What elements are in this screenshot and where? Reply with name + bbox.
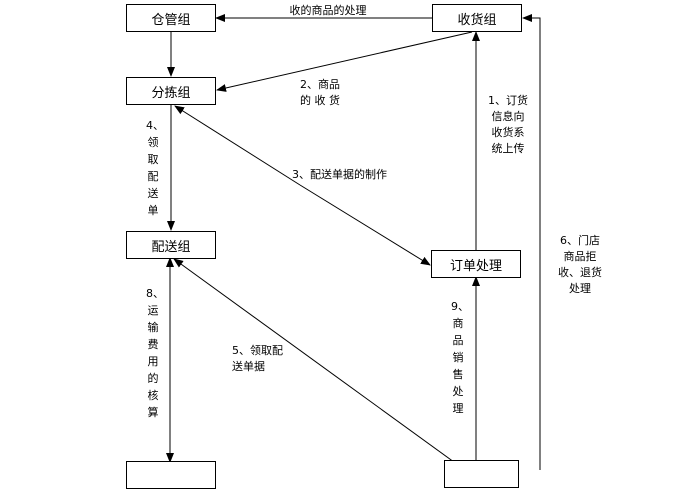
node-bottom-left-partial xyxy=(126,461,216,489)
node-receiving: 收货组 xyxy=(432,4,522,32)
node-warehouse: 仓管组 xyxy=(126,4,216,32)
label-line: 收、退货 xyxy=(558,266,602,279)
node-order: 订单处理 xyxy=(431,250,521,278)
label-delivery-diagonal: 5、领取配 送单据 xyxy=(232,343,296,375)
label-order-vertical: 9、商品销售处理 xyxy=(451,300,469,415)
label-sorting-to-delivery: 4、领取配送单 xyxy=(146,119,164,217)
label-delivery-vertical: 8、运输费用的核算 xyxy=(146,287,164,419)
arrow-delivery-diagonal xyxy=(173,258,466,470)
label-sorting-order: 3、配送单据的制作 xyxy=(292,168,387,181)
label-line: 统上传 xyxy=(491,142,525,155)
node-bottom-right-partial xyxy=(444,460,519,488)
arrow-sorting-order-a xyxy=(174,105,301,186)
label-line: 收货系 xyxy=(491,126,525,139)
label-line: 5、领取配 xyxy=(232,344,283,357)
node-sorting: 分拣组 xyxy=(126,77,216,105)
flow-diagram: 仓管组 收货组 分拣组 配送组 订单处理 收的商品的处理 2、商品 的 收 货 … xyxy=(126,4,608,489)
arrow-receiving-to-sorting xyxy=(216,31,473,92)
label-receiving-to-warehouse: 收的商品的处理 xyxy=(289,4,367,17)
label-line: 送单据 xyxy=(232,360,265,373)
label-line: 信息向 xyxy=(491,110,525,123)
label-receiving-to-sorting: 2、商品 的 收 货 xyxy=(300,77,360,109)
label-line: 1、订货 xyxy=(488,94,528,107)
connector-layer xyxy=(166,14,541,470)
label-order-to-receiving: 1、订货 信息向 收货系 统上传 xyxy=(484,93,532,157)
label-line: 的 收 货 xyxy=(300,94,340,107)
label-store-to-receiving: 6、门店 商品拒 收、退货 处理 xyxy=(552,233,608,297)
label-line: 商品拒 xyxy=(563,250,597,263)
label-line: 处理 xyxy=(569,282,591,295)
arrow-store-return-loop xyxy=(522,14,541,470)
label-line: 6、门店 xyxy=(560,234,600,247)
label-line: 2、商品 xyxy=(300,78,340,91)
node-delivery: 配送组 xyxy=(126,231,216,259)
arrow-sorting-order-b xyxy=(299,184,431,266)
